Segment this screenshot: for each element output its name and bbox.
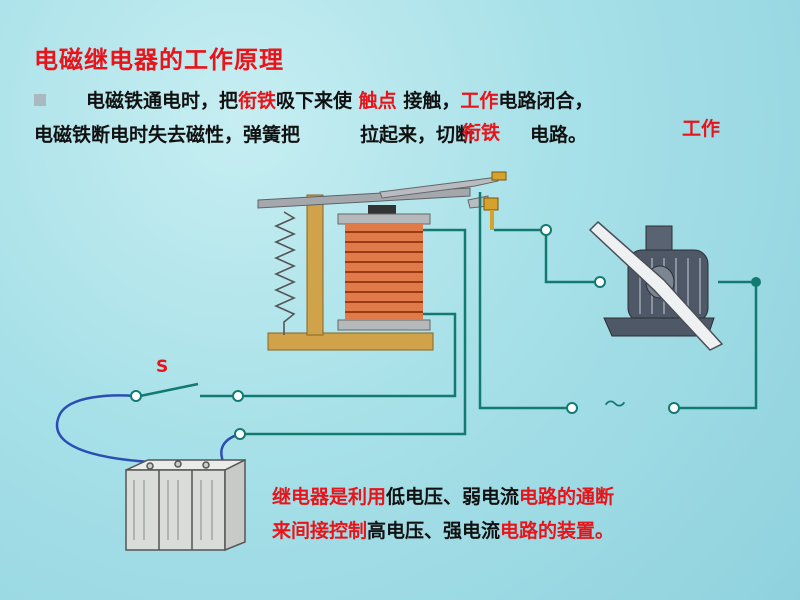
work-terminal-2 [594,276,606,288]
switch-terminal-left [130,390,142,402]
summary-l2-a: 来间接控制 [272,520,368,542]
switch-terminal-right [232,390,244,402]
paragraph-line-1: 电磁铁通电时，把衔铁吸下来使 触点 接触，工作电路闭合， [86,86,593,113]
summary-line-2: 来间接控制高电压、强电流电路的装置。 [272,516,614,543]
line1-armature: 衔铁 [238,90,277,112]
work-terminal-3 [751,277,761,287]
line1-text-g: 电路闭合， [498,90,594,112]
coil-wire-1 [240,228,467,436]
blank-answer-work: 工作 [682,118,721,140]
summary-l1-c: 电路的通断 [519,486,615,508]
coil-terminal [234,428,246,440]
page-title: 电磁继电器的工作原理 [34,46,284,74]
line2-text-c: 拉起来，切断 [360,124,475,146]
paragraph-line-2: 电磁铁断电时失去磁性，弹簧把 拉起来，切断 电路。 [34,120,587,147]
relay-base [267,332,434,351]
coil-wire-2 [240,312,457,398]
upper-contact-spring [379,176,499,199]
battery-pack [125,458,246,552]
coil-bottom-flange [337,319,431,331]
blank-answer-armature: 衔铁 [462,122,501,144]
work-wire-right [674,280,758,410]
work-wire-contact [494,228,600,284]
work-terminal-1 [540,224,552,236]
switch-label: S [156,357,168,377]
relay-yoke [306,194,324,336]
ac-terminal-left [566,402,578,414]
fan-motor [588,220,724,351]
bullet-square-icon [34,94,46,106]
summary-line-1: 继电器是利用低电压、弱电流电路的通断 [272,482,614,509]
lower-contact-tip [483,197,499,211]
upper-contact-tip [491,171,507,181]
ac-terminal-right [668,402,680,414]
coil-top-flange [337,213,431,225]
line1-text-e: 接触， [403,90,461,112]
line1-work: 工作 [460,90,499,112]
switch-lever [139,382,199,398]
line1-text-a: 电磁铁通电时，把 [86,90,239,112]
contact-post [490,210,494,230]
work-wire-left [478,192,572,410]
summary-l1-b: 低电压、弱电流 [386,486,520,508]
battery-wire-negative [55,394,151,464]
summary-l2-c: 电路的装置。 [500,520,615,542]
line2-text-e: 电路。 [530,124,588,146]
line1-text-c: 吸下来使 [276,90,353,112]
ac-source-symbol: ～ [604,393,626,418]
line1-contact: 触点 [358,90,397,112]
return-spring [274,211,296,335]
line2-text-a: 电磁铁断电时失去磁性，弹簧把 [34,124,301,146]
summary-l1-a: 继电器是利用 [272,486,387,508]
summary-l2-b: 高电压、强电流 [367,520,501,542]
fan-blade [588,220,724,351]
